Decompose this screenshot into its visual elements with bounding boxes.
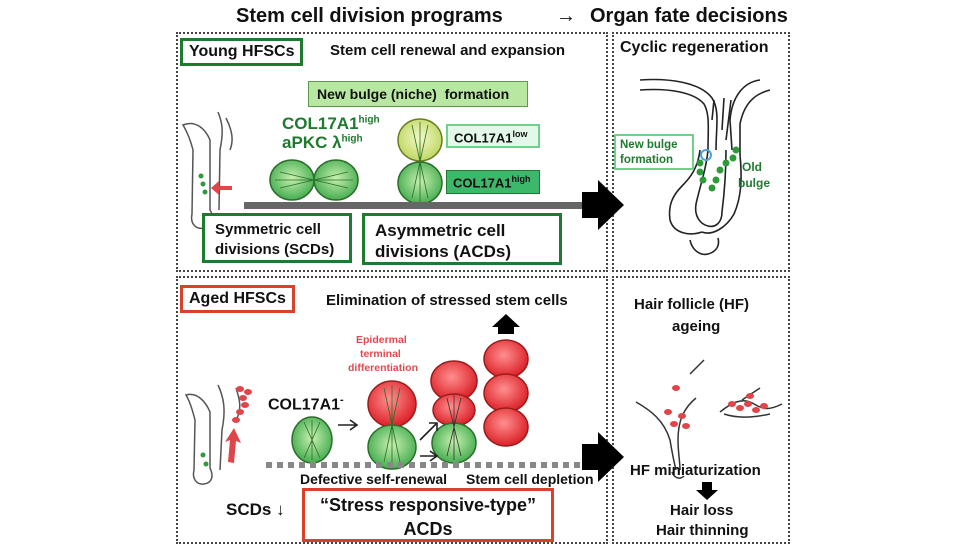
bulge-formation-label: New bulge (niche) formation — [308, 81, 528, 107]
aged-follicle-green-dots — [200, 452, 209, 467]
col17a1-neg-sup: - — [340, 394, 344, 406]
young-to-cyclic-arrow — [582, 180, 624, 230]
young-baseline — [244, 202, 582, 209]
hf-miniaturization-label: HF miniaturization — [630, 462, 761, 479]
epidermal-label-2: terminal — [360, 348, 401, 360]
up-arrow-elimination — [492, 314, 520, 334]
ageing-red-cells — [664, 385, 768, 429]
apkc-high-label: aPKC λhigh — [282, 133, 363, 153]
col17a1-high-sup: high — [358, 114, 380, 126]
scd-box: Symmetric cell divisions (SCDs) — [202, 213, 352, 263]
cyclic-new-bulge-cells — [696, 159, 707, 184]
aged-red-green-division — [367, 380, 417, 470]
panel-young — [176, 32, 608, 272]
scd-line-1: Symmetric cell — [215, 221, 321, 238]
young-title: Stem cell renewal and expansion — [330, 42, 566, 59]
down-arrow-hair-loss — [696, 482, 718, 500]
young-follicle-icon — [181, 111, 233, 230]
aged-title: Elimination of stressed stem cells — [326, 292, 568, 309]
col17a1-low-text: COL17A1 — [454, 130, 513, 146]
header-arrow: → — [556, 5, 576, 27]
stress-line-2: ACDs — [403, 519, 453, 539]
cyclic-new-bulge-highlight — [700, 149, 712, 161]
stem-cell-depletion-label: Stem cell depletion — [466, 471, 594, 487]
aged-single-green-cell — [291, 416, 333, 464]
cyclic-regeneration-title: Cyclic regeneration — [620, 39, 769, 56]
apkc-text: aPKC λ — [282, 133, 342, 152]
acd-cell-stack — [397, 118, 443, 205]
red-arrow-young-icon — [211, 181, 232, 195]
scd-cell-pair — [269, 159, 359, 201]
col17a1-high-text: COL17A1 — [282, 114, 359, 133]
young-follicle-dots — [198, 173, 208, 195]
old-bulge-label-2: bulge — [738, 176, 770, 190]
aged-skin-drawing — [635, 359, 783, 479]
stress-line-1: “Stress responsive-type” — [319, 495, 537, 515]
panel-cyclic — [612, 32, 790, 272]
arrow-cell-to-division — [338, 419, 359, 431]
scd-line-2: divisions (SCDs) — [215, 241, 335, 258]
old-bulge-label-1: Old — [742, 160, 762, 174]
aged-follicle-red-dots — [232, 386, 252, 423]
aged-to-ageing-arrow — [582, 432, 624, 482]
aged-red-red-green-stack — [430, 360, 478, 464]
hf-ageing-title-2: ageing — [672, 318, 721, 335]
scds-down-label: SCDs ↓ — [226, 500, 285, 519]
header-stem-cell-division: Stem cell division programs — [236, 5, 503, 27]
acd-line-1: Asymmetric cell — [375, 221, 506, 240]
apkc-sup: high — [341, 133, 363, 145]
col17a1-high-box: COL17A1high — [446, 170, 540, 194]
red-arrow-aged-icon — [225, 428, 241, 463]
hair-loss-label: Hair loss — [670, 502, 734, 519]
col17a1-low-box: COL17A1low — [446, 124, 540, 148]
col17a1-low-sup: low — [512, 129, 528, 139]
aged-hfscs-tag: Aged HFSCs — [180, 285, 295, 313]
arrow-stack-to-depletion — [420, 450, 439, 462]
acd-box: Asymmetric cell divisions (ACDs) — [362, 213, 562, 265]
hf-ageing-title-1: Hair follicle (HF) — [634, 296, 750, 313]
cyclic-old-bulge-cells — [708, 146, 740, 192]
col17a1-high-label: COL17A1high — [282, 114, 380, 134]
cyclic-hair-follicle-drawing — [639, 78, 771, 256]
col17a1-high-b-sup: high — [511, 174, 531, 184]
epidermal-label-1: Epidermal — [356, 334, 407, 346]
col17a1-neg-text: COL17A1 — [268, 396, 341, 414]
col17a1-high-b-text: COL17A1 — [453, 175, 512, 191]
aged-red-column — [483, 339, 529, 447]
stress-responsive-acds-box: “Stress responsive-type” ACDs — [302, 488, 554, 542]
hair-thinning-label: Hair thinning — [656, 522, 749, 539]
epidermal-label-3: differentiation — [348, 362, 418, 374]
header-organ-fate: Organ fate decisions — [590, 5, 788, 27]
young-hfscs-tag: Young HFSCs — [180, 38, 304, 66]
col17a1-negative-label: COL17A1- — [268, 394, 344, 414]
new-bulge-formation-box: New bulge formation — [614, 134, 694, 170]
arrow-division-to-stack — [419, 422, 438, 441]
acd-line-2: divisions (ACDs) — [375, 242, 512, 261]
defective-self-renewal-label: Defective self-renewal — [300, 471, 448, 487]
